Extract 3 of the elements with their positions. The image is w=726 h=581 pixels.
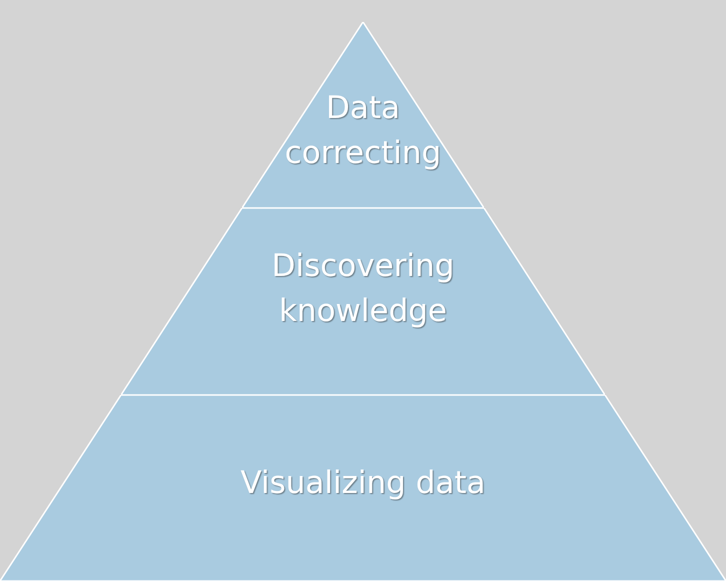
tier-label: Discovering knowledge [270, 247, 456, 331]
tier-label: Visualizing data [239, 464, 487, 503]
tier-label: Data correcting [284, 89, 442, 173]
